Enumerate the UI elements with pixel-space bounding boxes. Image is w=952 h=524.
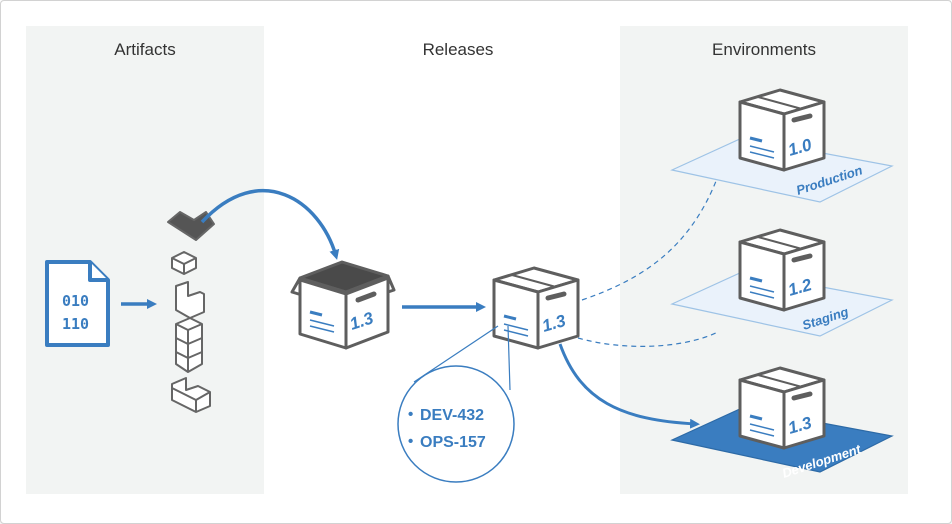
- production-box-icon: 1.0: [738, 88, 826, 172]
- issue-item-2: OPS-157: [420, 434, 486, 451]
- binary-line-1: 010: [62, 292, 89, 310]
- svg-text:•: •: [408, 433, 413, 450]
- deploy-development-arrow: [558, 343, 700, 429]
- env-staging: 1.2 Staging: [670, 228, 894, 337]
- issues-callout: • DEV-432 • OPS-157: [397, 365, 515, 483]
- zoom-line-right: [507, 325, 511, 391]
- binary-line-2: 110: [62, 315, 89, 333]
- release-box-icon: 1.3: [492, 266, 580, 350]
- artifact-pieces-icon: [167, 211, 215, 413]
- staging-box-icon: 1.2: [738, 228, 826, 312]
- artifacts-title: Artifacts: [114, 40, 176, 59]
- binary-file-icon: 010 110: [45, 260, 110, 347]
- environments-title: Environments: [712, 40, 816, 59]
- pieces-to-release-arrow: [200, 189, 340, 260]
- link-production: [581, 175, 719, 301]
- link-staging: [577, 331, 719, 347]
- issue-item-1: DEV-432: [420, 407, 484, 424]
- releases-title: Releases: [422, 40, 494, 59]
- development-box-icon: 1.3: [738, 366, 826, 450]
- env-production: 1.0 Production: [670, 88, 894, 203]
- svg-text:•: •: [408, 406, 413, 423]
- env-development: 1.3 Development: [670, 366, 894, 481]
- open-release-box-icon: 1.3: [290, 260, 396, 350]
